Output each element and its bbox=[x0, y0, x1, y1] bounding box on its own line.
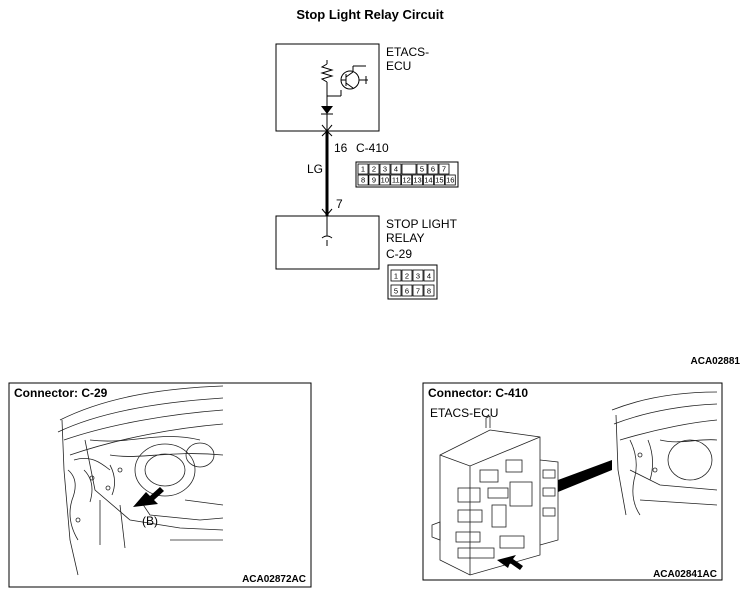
panel-c29-code: ACA02872AC bbox=[242, 574, 306, 585]
dashboard-sketch-left bbox=[57, 385, 224, 576]
pin-cell bbox=[412, 269, 424, 282]
relay-label-line1: STOP LIGHT bbox=[386, 217, 458, 231]
pin-cell bbox=[412, 284, 424, 297]
pin-number: 16 bbox=[446, 176, 454, 185]
pin-number: 4 bbox=[394, 165, 398, 174]
pin-cell bbox=[390, 163, 402, 175]
pin-number: 1 bbox=[361, 165, 365, 174]
pin-cell bbox=[444, 174, 456, 186]
arrow-icon-right bbox=[497, 555, 523, 570]
pin-number: 8 bbox=[361, 176, 365, 185]
pin-number: 8 bbox=[427, 287, 431, 296]
callout-b: (B) bbox=[142, 514, 158, 528]
pin-cell bbox=[401, 284, 413, 297]
c410-connector-name: C-410 bbox=[356, 141, 389, 155]
c29-connector-name: C-29 bbox=[386, 247, 412, 261]
pin-cell bbox=[390, 284, 402, 297]
dashboard-sketch-right bbox=[611, 391, 718, 516]
pin-number: 6 bbox=[405, 287, 409, 296]
panel-c410-code: ACA02841AC bbox=[653, 569, 717, 580]
panel-c410-title: Connector: C-410 bbox=[428, 386, 528, 400]
pin-number: 13 bbox=[413, 176, 421, 185]
relay-terminal-icon bbox=[321, 216, 333, 246]
etacs-label-line1: ETACS- bbox=[386, 45, 429, 59]
panel-c29 bbox=[8, 382, 312, 588]
pin-cell bbox=[438, 163, 450, 175]
pin-number: 2 bbox=[405, 272, 409, 281]
c410-pin-number: 16 bbox=[334, 141, 348, 155]
pin-number: 5 bbox=[420, 165, 424, 174]
c29-terminal-mark bbox=[321, 208, 333, 216]
c29-pin-number: 7 bbox=[336, 197, 343, 211]
pin-number: 15 bbox=[435, 176, 443, 185]
pin-number: 3 bbox=[383, 165, 387, 174]
pin-cell bbox=[390, 269, 402, 282]
pin-number: 7 bbox=[416, 287, 420, 296]
pin-cell bbox=[379, 163, 391, 175]
zoom-connector-icon bbox=[558, 460, 612, 492]
pin-number: 10 bbox=[381, 176, 389, 185]
pin-cell bbox=[390, 174, 402, 186]
pin-number: 1 bbox=[394, 272, 398, 281]
pin-number: 3 bbox=[416, 272, 420, 281]
pin-number: 2 bbox=[372, 165, 376, 174]
pin-cell bbox=[357, 163, 369, 175]
pin-cell bbox=[368, 163, 380, 175]
panel-c410 bbox=[422, 382, 723, 581]
pin-number: 14 bbox=[424, 176, 432, 185]
etacs-label-line2: ECU bbox=[386, 59, 411, 73]
pin-cell bbox=[401, 174, 413, 186]
etacs-ecu-module-sketch bbox=[431, 415, 559, 576]
pin-cell bbox=[401, 269, 413, 282]
pin-number: 11 bbox=[392, 176, 400, 185]
panel-c29-title: Connector: C-29 bbox=[14, 386, 108, 400]
pin-number: 9 bbox=[372, 176, 376, 185]
pin-cell bbox=[401, 163, 417, 175]
pin-cell bbox=[422, 174, 434, 186]
pin-number: 5 bbox=[394, 287, 398, 296]
pin-number: 6 bbox=[431, 165, 435, 174]
pin-cell bbox=[433, 174, 445, 186]
relay-label-line2: RELAY bbox=[386, 231, 424, 245]
pin-number: 7 bbox=[442, 165, 446, 174]
pin-cell bbox=[368, 174, 380, 186]
arrow-icon-left bbox=[133, 487, 164, 507]
pin-cell bbox=[416, 163, 428, 175]
pin-cell bbox=[357, 174, 369, 186]
pin-cell bbox=[412, 174, 424, 186]
wire-color-label: LG bbox=[307, 162, 323, 176]
pin-cell bbox=[423, 269, 435, 282]
c410-terminal-mark bbox=[321, 130, 333, 137]
panel-c410-subtitle: ETACS-ECU bbox=[430, 406, 498, 420]
ecu-internal-circuit-icon bbox=[320, 60, 368, 132]
pin-cell bbox=[379, 174, 391, 186]
pin-number: 4 bbox=[427, 272, 431, 281]
diagram-code: ACA02881 bbox=[691, 356, 741, 367]
diagram-title: Stop Light Relay Circuit bbox=[296, 7, 444, 22]
pin-number: 12 bbox=[402, 176, 410, 185]
pin-cell bbox=[423, 284, 435, 297]
pin-cell bbox=[427, 163, 439, 175]
